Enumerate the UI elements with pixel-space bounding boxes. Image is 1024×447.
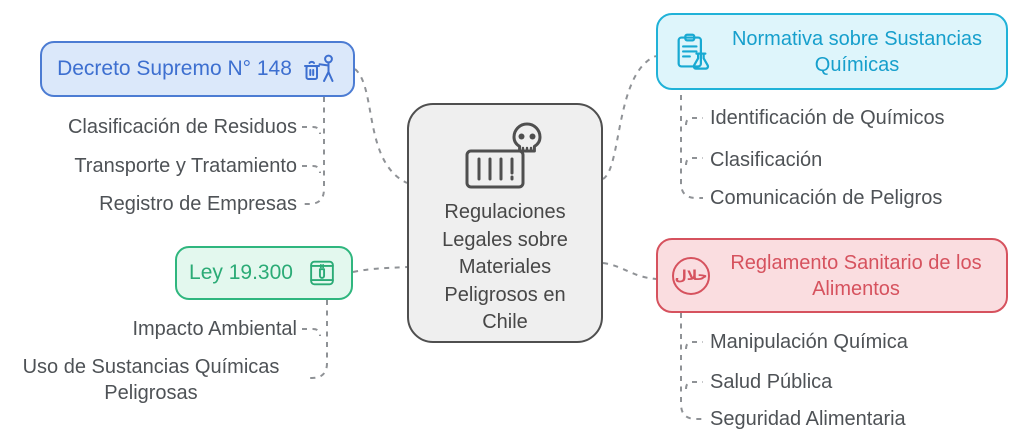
child-uso-sustancias-peligrosas: Uso de Sustancias Químicas Peligrosas — [22, 356, 280, 404]
node-center-regulaciones: Regulaciones Legales sobre Materiales Pe… — [407, 103, 603, 343]
node-decreto-supremo: Decreto Supremo N° 148 — [40, 41, 355, 97]
halal-icon: حلال — [672, 256, 710, 295]
hazard-crate-skull-icon — [465, 122, 542, 189]
child-transporte-tratamiento: Transporte y Tratamiento — [74, 155, 297, 177]
child-clasificacion-residuos: Clasificación de Residuos — [67, 116, 297, 138]
chemical-sample-bag-icon — [310, 260, 334, 286]
child-registro-empresas: Registro de Empresas — [99, 193, 297, 215]
link-center-reglamento — [602, 262, 657, 280]
node-ley-19300: Ley 19.300 — [175, 246, 353, 300]
waste-disposal-icon — [303, 54, 334, 82]
node-ley-label: Ley 19.300 — [189, 261, 293, 285]
node-reglamento-sanitario: حلال Reglamento Sanitario de los Aliment… — [656, 238, 1008, 313]
node-normativa-quimicas: Normativa sobre Sustancias Químicas — [656, 13, 1008, 90]
node-normativa-label: Normativa sobre Sustancias Químicas — [731, 27, 983, 76]
child-impacto-ambiental: Impacto Ambiental — [132, 318, 297, 340]
child-manipulacion-quimica: Manipulación Química — [710, 331, 908, 353]
child-identificacion-quimicos: Identificación de Químicos — [710, 107, 945, 129]
center-label: Regulaciones Legales sobre Materiales Pe… — [442, 201, 568, 334]
link-ley-center — [352, 266, 408, 273]
link-decreto-center — [354, 68, 408, 184]
clipboard-flask-icon — [677, 33, 710, 70]
child-seguridad-alimentaria: Seguridad Alimentaria — [710, 408, 906, 430]
node-reglamento-label: Reglamento Sanitario de los Alimentos — [730, 251, 982, 300]
child-clasificacion: Clasificación — [710, 149, 823, 171]
child-comunicacion-peligros: Comunicación de Peligros — [710, 187, 943, 209]
link-center-normativa — [602, 55, 657, 180]
node-decreto-label: Decreto Supremo N° 148 — [57, 57, 292, 81]
child-salud-publica: Salud Pública — [710, 371, 833, 393]
